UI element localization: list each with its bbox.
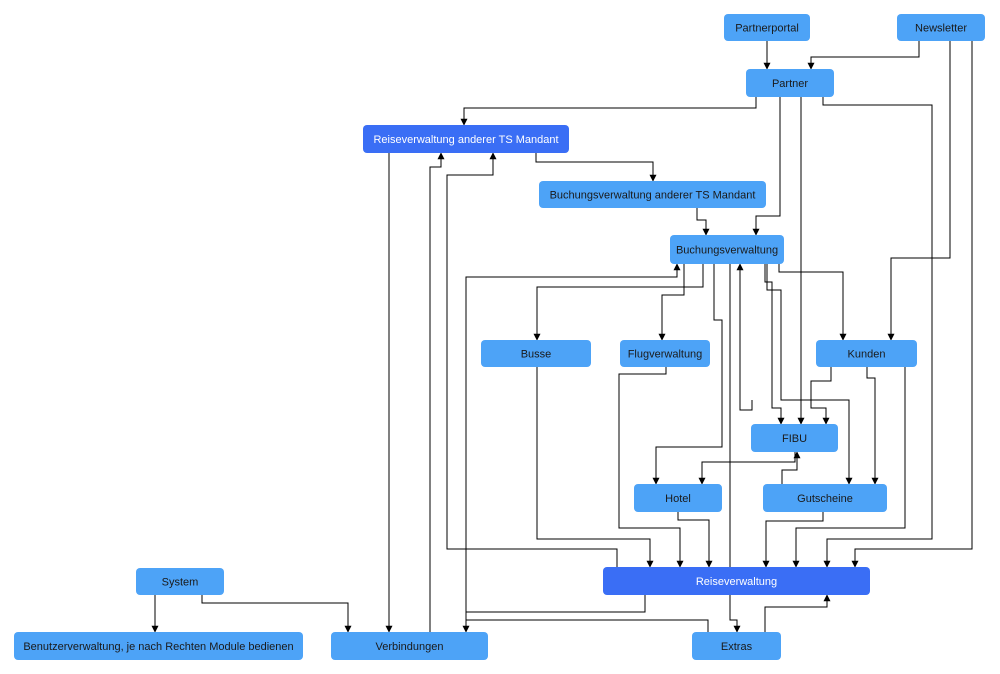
node-box[interactable] — [603, 567, 870, 595]
edge-newsletter-to-reiseverwaltung — [851, 41, 973, 568]
node-label: Benutzerverwaltung, je nach Rechten Modu… — [23, 641, 293, 653]
edge-verbindungen-to-reiseverwaltung-ts — [429, 152, 445, 632]
node-box[interactable] — [897, 14, 985, 41]
node-newsletter[interactable]: Newsletter — [897, 14, 985, 41]
node-label: Extras — [721, 641, 753, 653]
node-label: Partner — [772, 78, 808, 90]
node-benutzerverwaltung[interactable]: Benutzerverwaltung, je nach Rechten Modu… — [14, 632, 303, 660]
node-box[interactable] — [363, 125, 569, 153]
edge-kunden-to-gutscheine — [866, 367, 879, 485]
edge-kunden-to-reiseverwaltung — [792, 367, 906, 568]
node-box[interactable] — [670, 235, 784, 264]
node-label: System — [162, 576, 199, 588]
node-box[interactable] — [751, 424, 838, 452]
node-reiseverwaltung[interactable]: Reiseverwaltung — [603, 567, 870, 595]
edge-buchungsverwaltung-to-kunden — [778, 264, 847, 341]
node-label: Hotel — [665, 493, 691, 505]
node-label: Buchungsverwaltung anderer TS Mandant — [550, 189, 756, 201]
edge-newsletter-to-partner — [807, 41, 920, 70]
edge-partner-to-reiseverwaltung — [822, 97, 933, 568]
node-box[interactable] — [481, 340, 591, 367]
node-kunden[interactable]: Kunden — [816, 340, 917, 367]
edge-buchungsverwaltung-to-fibu — [764, 264, 785, 425]
node-label: Flugverwaltung — [628, 348, 703, 360]
node-label: Partnerportal — [735, 22, 799, 34]
node-hotel[interactable]: Hotel — [634, 484, 722, 512]
edge-newsletter-to-kunden — [887, 41, 951, 341]
node-system[interactable]: System — [136, 568, 224, 595]
node-partner[interactable]: Partner — [746, 69, 834, 97]
node-label: Gutscheine — [797, 493, 853, 505]
node-box[interactable] — [331, 632, 488, 660]
node-box[interactable] — [620, 340, 710, 367]
node-busse[interactable]: Busse — [481, 340, 591, 367]
edge-reiseverwaltung-ts-to-buchungsverwaltung-ts — [535, 153, 657, 182]
node-box[interactable] — [816, 340, 917, 367]
edge-buchungsverwaltung-to-extras — [729, 264, 741, 633]
node-box[interactable] — [692, 632, 781, 660]
edge-system-to-verbindungen — [201, 595, 352, 633]
node-box[interactable] — [724, 14, 810, 41]
edge-flugverwaltung-to-reiseverwaltung — [618, 367, 684, 568]
edge-gutscheine-to-fibu — [781, 451, 801, 484]
node-gutscheine[interactable]: Gutscheine — [763, 484, 887, 512]
node-buchungsverwaltung[interactable]: Buchungsverwaltung — [670, 235, 784, 264]
node-extras[interactable]: Extras — [692, 632, 781, 660]
edge-kunden-to-fibu — [810, 367, 832, 425]
node-box[interactable] — [539, 181, 766, 208]
edge-extras-to-reiseverwaltung — [764, 594, 831, 632]
node-fibu[interactable]: FIBU — [751, 424, 838, 452]
node-label: FIBU — [782, 433, 807, 445]
node-label: Kunden — [848, 348, 886, 360]
node-label: Newsletter — [915, 22, 967, 34]
node-partnerportal[interactable]: Partnerportal — [724, 14, 810, 41]
edge-partner-to-reiseverwaltung-ts — [460, 97, 757, 126]
edge-extras-to-buchungsverwaltung — [465, 263, 709, 632]
node-label: Busse — [521, 348, 552, 360]
edges-layer — [151, 41, 973, 633]
node-label: Verbindungen — [376, 641, 444, 653]
edge-fibu-to-buchungsverwaltung — [736, 263, 753, 411]
edge-buchungsverwaltung-to-gutscheine — [766, 264, 853, 485]
edge-fibu-to-hotel — [698, 452, 796, 485]
node-label: Buchungsverwaltung — [676, 244, 778, 256]
node-box[interactable] — [14, 632, 303, 660]
edge-buchungsverwaltung-to-busse — [533, 264, 704, 341]
node-flugverwaltung[interactable]: Flugverwaltung — [620, 340, 710, 367]
edge-buchungsverwaltung-to-hotel — [652, 264, 723, 485]
node-box[interactable] — [634, 484, 722, 512]
edge-buchungsverwaltung-to-flugverwaltung — [658, 264, 685, 341]
edge-gutscheine-to-reiseverwaltung — [762, 512, 824, 568]
nodes-layer: Partnerportal NewsletterPartnerReiseverwa… — [14, 14, 985, 660]
node-box[interactable] — [136, 568, 224, 595]
node-box[interactable] — [746, 69, 834, 97]
node-reiseverwaltung-ts[interactable]: Reiseverwaltung anderer TS Mandant — [363, 125, 569, 153]
edge-reiseverwaltung-to-verbindungen — [462, 595, 646, 633]
node-buchungsverwaltung-ts[interactable]: Buchungsverwaltung anderer TS Mandant — [539, 181, 766, 208]
node-box[interactable] — [763, 484, 887, 512]
node-verbindungen[interactable]: Verbindungen — [331, 632, 488, 660]
node-label: Reiseverwaltung anderer TS Mandant — [373, 134, 558, 146]
edge-partner-to-buchungsverwaltung — [752, 97, 781, 236]
edge-busse-to-reiseverwaltung — [536, 367, 654, 568]
node-label: Reiseverwaltung — [696, 576, 777, 588]
edge-buchungsverwaltung-ts-to-buchungsverwaltung — [696, 208, 710, 236]
edge-reiseverwaltung-to-reiseverwaltung-ts — [446, 152, 618, 567]
edge-hotel-to-reiseverwaltung — [677, 512, 713, 568]
